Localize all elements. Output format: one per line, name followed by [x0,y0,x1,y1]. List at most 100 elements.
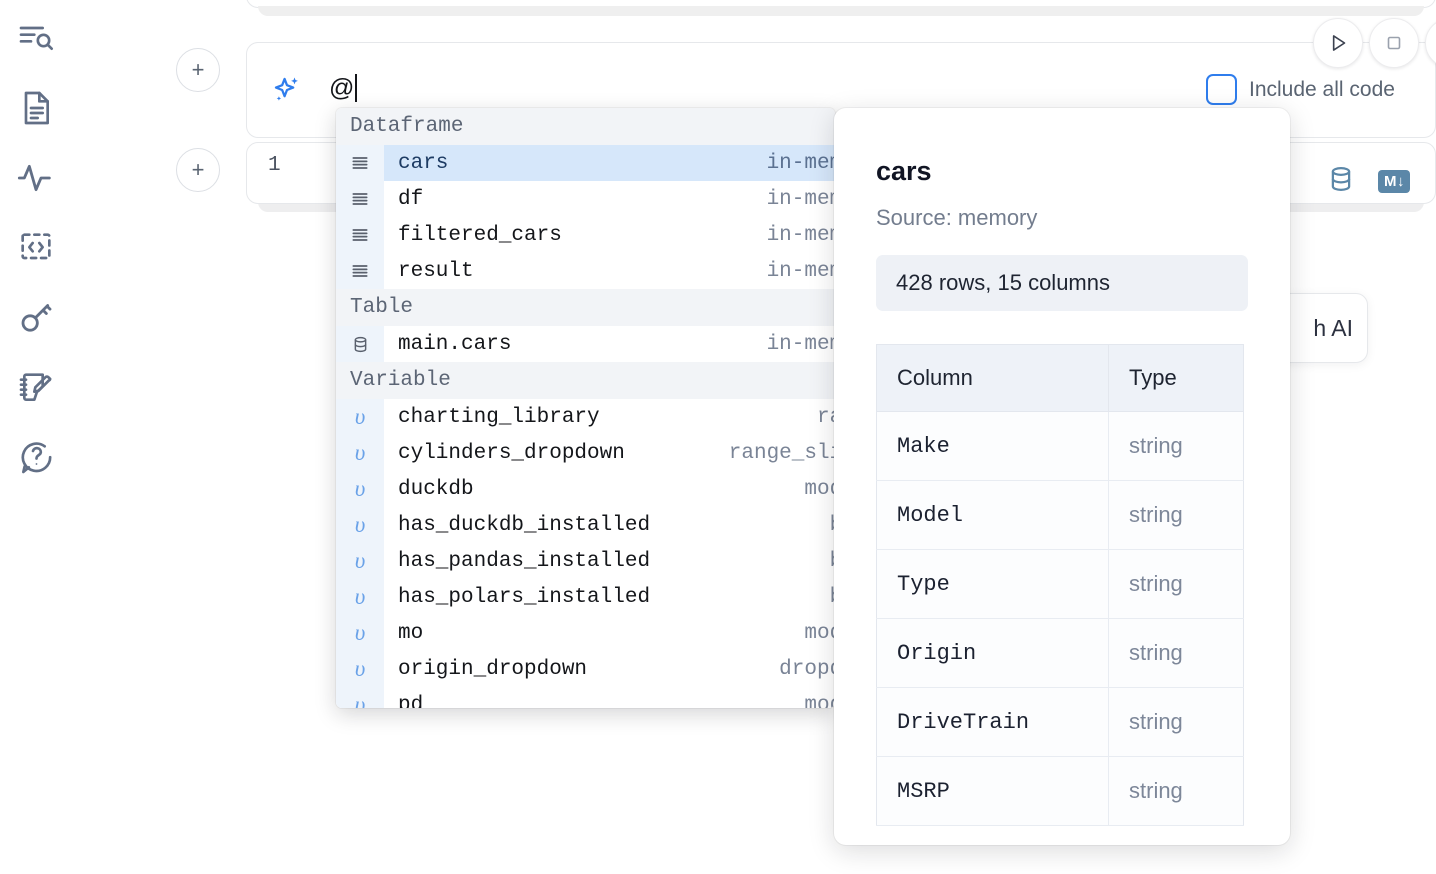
autocomplete-group-header: Variable [336,362,835,399]
autocomplete-item-type: dropdown [779,657,835,681]
autocomplete-item-name: duckdb [398,477,474,501]
dataframe-icon [336,145,384,181]
help-chat-icon[interactable] [12,434,60,482]
autocomplete-item[interactable]: υmo module [336,615,835,651]
dataframe-icon [336,217,384,253]
schema-column-type: string [1108,687,1244,757]
autocomplete-item-type: bool [830,550,835,573]
autocomplete-item[interactable]: υ has_polars_installed bool [336,579,835,615]
autocomplete-item[interactable]: υpd module [336,687,835,708]
schema-column-name: Model [876,480,1109,550]
variable-icon: υ [336,687,384,708]
variable-icon: υ [336,579,384,615]
markdown-badge-letter: M [1384,173,1397,190]
table-db-icon [336,326,384,362]
variable-icon: υ [336,471,384,507]
variable-icon: υ [336,615,384,651]
database-icon[interactable] [1326,164,1356,199]
key-icon[interactable] [12,294,60,342]
autocomplete-item-type: module [804,693,835,709]
include-all-code-label: Include all code [1249,77,1395,101]
autocomplete-item-type: module [804,621,835,645]
autocomplete-item-type: in-memory [766,332,835,356]
dataframe-icon [336,181,384,217]
autocomplete-item-name: charting_library [398,405,600,429]
autocomplete-item[interactable]: df in-memory [336,181,835,217]
autocomplete-item-type: bool [830,514,835,537]
autocomplete-item[interactable]: υ charting_library radio [336,399,835,435]
schema-column-name: MSRP [876,756,1109,826]
markdown-badge[interactable]: M↓ [1378,170,1410,193]
autocomplete-list: Dataframe cars in-memory df in-memory filtere… [336,108,835,708]
variable-icon: υ [336,543,384,579]
ai-prompt-value: @ [329,74,355,102]
generate-with-ai-label: h AI [1313,314,1353,341]
line-number: 1 [268,154,281,177]
autocomplete-item-type: radio [816,405,835,429]
markdown-badge-arrow: ↓ [1397,173,1405,190]
document-icon[interactable] [12,84,60,132]
autocomplete-item-name: result [398,259,474,283]
run-cell-button[interactable] [1313,18,1363,68]
autocomplete-item[interactable]: υduckdbmodule [336,471,835,507]
add-cell-button-bottom[interactable]: + [176,148,220,192]
autocomplete-item-name: mo [398,621,424,645]
autocomplete-group-header: Dataframe [336,108,835,145]
add-cell-button-top[interactable]: + [176,48,220,92]
detail-row-column-count: 428 rows, 15 columns [876,255,1248,311]
autocomplete-item-name: has_pandas_installed [398,549,651,573]
sparkles-icon [269,73,303,107]
activity-icon[interactable] [12,154,60,202]
stop-button[interactable] [1369,18,1419,68]
schema-column-name: Origin [876,618,1109,688]
schema-column-type: string [1108,618,1244,688]
autocomplete-item-type: in-memory [766,187,835,211]
variable-icon: υ [336,435,384,471]
autocomplete-dropdown[interactable]: Dataframe cars in-memory df in-memory filtere… [336,108,835,708]
dataframe-icon [336,253,384,289]
autocomplete-item[interactable]: υ has_pandas_installed bool [336,543,835,579]
autocomplete-item-name: pd [398,693,424,709]
previous-cell-shadow [258,6,1424,16]
autocomplete-item-type: in-memory [766,259,835,283]
autocomplete-item-name: cars [398,151,449,175]
variable-icon: υ [336,507,384,543]
left-icon-rail [0,0,72,874]
schema-header-type: Type [1108,344,1244,412]
dataframe-detail-panel: cars Source: memory 428 rows, 15 columns… [834,108,1290,845]
autocomplete-item-name: has_polars_installed [398,585,651,609]
include-all-code-row[interactable]: Include all code [1206,74,1395,105]
code-brackets-icon[interactable] [12,224,60,272]
autocomplete-item[interactable]: result in-memory [336,253,835,289]
schema-column-type: string [1108,411,1244,481]
schema-column-type: string [1108,756,1244,826]
ai-prompt-input[interactable]: @ [329,73,358,103]
variable-icon: υ [336,651,384,687]
cell-status-icons: M↓ [1326,164,1410,199]
schema-table-header-row: Column Type [876,344,1244,412]
variable-icon: υ [336,399,384,435]
detail-source: Source: memory [876,205,1038,230]
autocomplete-item[interactable]: cars in-memory [336,145,835,181]
autocomplete-group-header: Table [336,289,835,326]
notepad-pencil-icon[interactable] [12,364,60,412]
autocomplete-item-type: in-memory [766,151,835,175]
autocomplete-item-name: df [398,187,424,211]
schema-column-name: Make [876,411,1109,481]
detail-title: cars [876,156,932,186]
autocomplete-item-type: bool [830,586,835,609]
include-all-code-checkbox[interactable] [1206,74,1237,105]
text-caret [355,74,358,102]
schema-column-type: string [1108,480,1244,550]
outline-search-icon[interactable] [12,14,60,62]
